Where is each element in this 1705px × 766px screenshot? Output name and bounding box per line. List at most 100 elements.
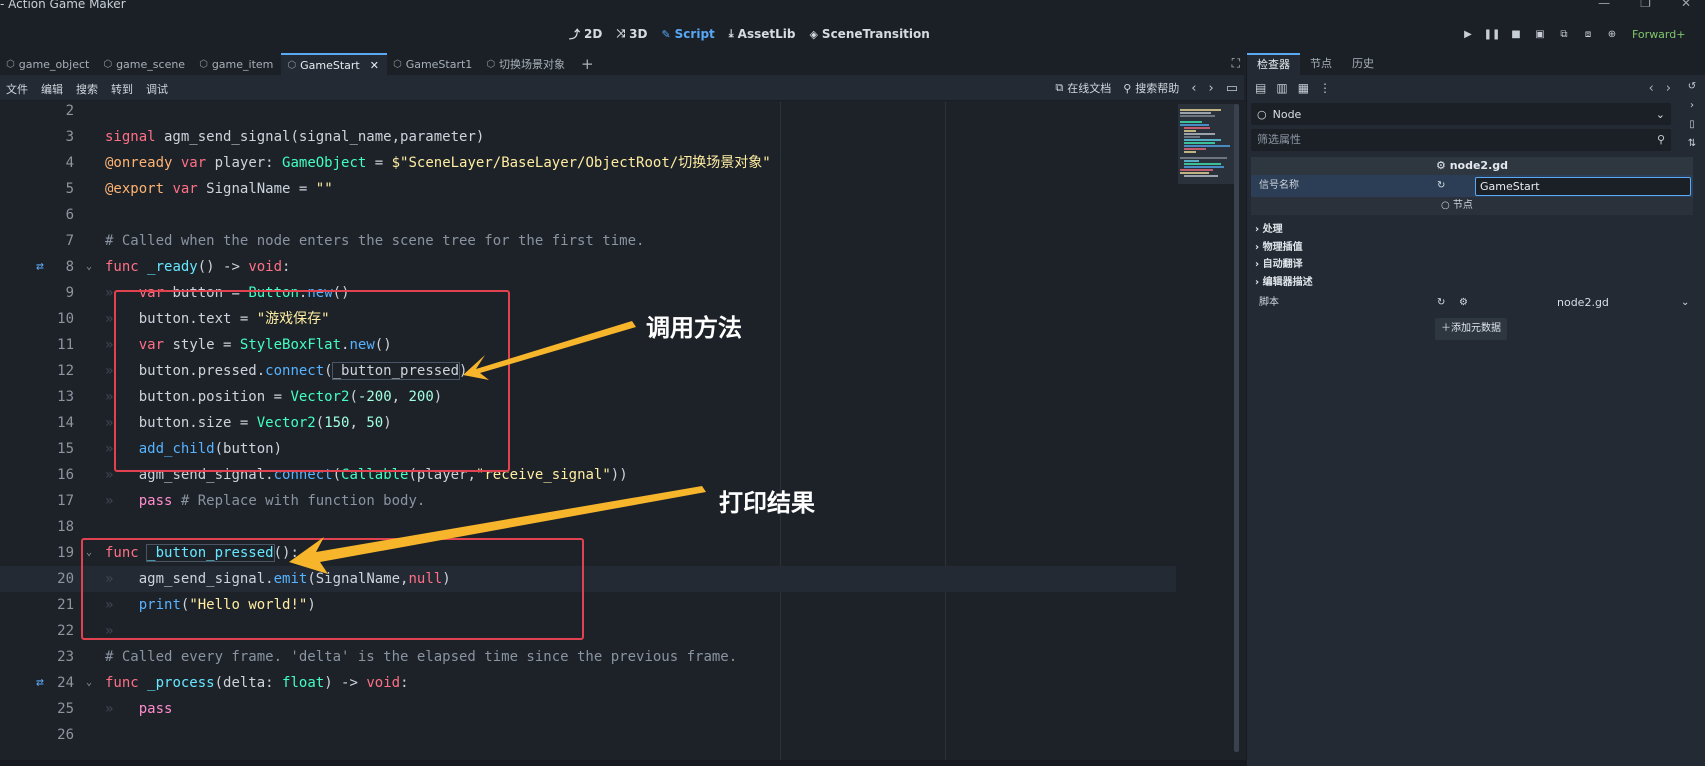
search-help-button[interactable]: ⚲ 搜索帮助	[1123, 80, 1179, 96]
tune-icon[interactable]: ⇅	[1687, 138, 1697, 149]
minimap-line	[1184, 151, 1196, 153]
scene-tab[interactable]: ⬡game_scene	[97, 53, 193, 75]
code-line[interactable]: 16» agm_send_signal.connect(Callable(pla…	[0, 462, 1176, 488]
code-line[interactable]: 22»	[0, 618, 1176, 644]
node-type-label: Node	[1272, 107, 1302, 121]
chevron-down-icon[interactable]: ⌄	[1681, 297, 1690, 308]
code-line[interactable]: 20» agm_send_signal.emit(SignalName,null…	[0, 566, 1176, 592]
code-minimap[interactable]	[1178, 104, 1236, 184]
play-scene-icon[interactable]: ⧈	[1584, 28, 1592, 40]
add-tab-icon[interactable]: +	[581, 55, 594, 73]
code-line[interactable]: 12» button.pressed.connect(_button_press…	[0, 358, 1176, 384]
scene-tab[interactable]: ⬡GameStart1	[387, 53, 480, 75]
distraction-free-icon[interactable]: ⛶	[1231, 56, 1240, 70]
toggle-panel-icon[interactable]: ▭	[1225, 80, 1238, 96]
minimize-icon[interactable]: —	[1598, 0, 1611, 10]
code-line[interactable]: 13» button.position = Vector2(-200, 200)	[0, 384, 1176, 410]
nav-forward-icon[interactable]: ›	[1208, 80, 1214, 96]
search-help-label: 搜索帮助	[1135, 82, 1180, 95]
script-menu-item[interactable]: 转到	[111, 83, 133, 96]
code-line[interactable]: 17» pass # Replace with function body.	[0, 488, 1176, 514]
nav-back-icon[interactable]: ‹	[1191, 80, 1197, 96]
code-line[interactable]: ⇄8⌄func _ready() -> void:	[0, 254, 1176, 280]
dock-tab[interactable]: 节点	[1310, 57, 1332, 70]
maximize-icon[interactable]: ❐	[1640, 0, 1651, 10]
code-line[interactable]: 11» var style = StyleBoxFlat.new()	[0, 332, 1176, 358]
code-line[interactable]: ⇄24⌄func _process(delta: float) -> void:	[0, 670, 1176, 696]
scene-tab[interactable]: ⬡切换场景对象	[480, 53, 573, 75]
inspector-section[interactable]: › 物理插值	[1255, 238, 1303, 253]
workspace-3d[interactable]: ⤨3D	[616, 26, 647, 42]
add-metadata-button[interactable]: ＋添加元数据	[1435, 318, 1507, 340]
code-line[interactable]: 4@onready var player: GameObject = $"Sce…	[0, 150, 1176, 176]
scene-tab[interactable]: ⬡GameStart✕	[281, 53, 387, 75]
script-value[interactable]: node2.gd	[1557, 296, 1609, 309]
code-line[interactable]: 5@export var SignalName = ""	[0, 176, 1176, 202]
workspace-script[interactable]: ✎Script	[661, 26, 714, 42]
dock-tab[interactable]: 检查器	[1247, 53, 1300, 75]
revert-icon[interactable]: ↻	[1437, 297, 1446, 308]
signal-name-input[interactable]: GameStart	[1475, 177, 1691, 196]
play-icon[interactable]: ▶	[1464, 28, 1472, 40]
online-docs-button[interactable]: ⧉ 在线文档	[1055, 80, 1111, 96]
filter-properties-input[interactable]: 筛选属性 ⚲	[1251, 129, 1671, 151]
editor-scrollbar[interactable]	[1234, 104, 1239, 752]
workspace-2d[interactable]: ⤴2D	[569, 26, 602, 42]
revert-icon[interactable]: ↻	[1437, 180, 1446, 191]
workspace-scenetransition[interactable]: ◈SceneTransition	[809, 26, 929, 42]
history-back-icon[interactable]: ‹	[1648, 81, 1654, 96]
renderer-selector[interactable]: Forward+	[1632, 28, 1686, 41]
code-line[interactable]: 15» add_child(button)	[0, 436, 1176, 462]
history-forward-icon[interactable]: ›	[1665, 81, 1671, 96]
stop-icon[interactable]: ■	[1511, 28, 1521, 40]
code-line[interactable]: 7# Called when the node enters the scene…	[0, 228, 1176, 254]
more-options-icon[interactable]: ⋮	[1319, 81, 1332, 95]
play-custom-icon[interactable]: ⊕	[1607, 28, 1617, 40]
fold-chevron-icon[interactable]: ⌄	[86, 261, 93, 272]
fold-chevron-icon[interactable]: ⌄	[86, 547, 93, 558]
code-line[interactable]: 23# Called every frame. 'delta' is the e…	[0, 644, 1176, 670]
code-line[interactable]: 19⌄func _button_pressed():	[0, 540, 1176, 566]
history-icon[interactable]: ↺	[1687, 81, 1697, 92]
script-menu-item[interactable]: 搜索	[76, 83, 98, 96]
code-line[interactable]: 21» print("Hello world!")	[0, 592, 1176, 618]
chevron-icon[interactable]: ›	[1690, 100, 1694, 111]
save-icon[interactable]: ▦	[1297, 81, 1310, 95]
code-line[interactable]: 14» button.size = Vector2(150, 50)	[0, 410, 1176, 436]
script-menu-item[interactable]: 编辑	[41, 83, 63, 96]
inspector-section[interactable]: › 自动翻译	[1255, 255, 1303, 270]
code-line[interactable]: 2	[0, 102, 1176, 124]
movie-icon[interactable]: ⧉	[1560, 28, 1568, 40]
code-line[interactable]: 25» pass	[0, 696, 1176, 722]
code-line[interactable]: 26	[0, 722, 1176, 748]
scene-tab[interactable]: ⬡game_item	[193, 53, 281, 75]
inspector-section[interactable]: › 处理	[1255, 220, 1283, 235]
open-folder-icon[interactable]: ▥	[1276, 81, 1288, 95]
object-selector[interactable]: ○ Node ⌄	[1251, 103, 1671, 125]
code-line[interactable]: 10» button.text = "游戏保存"	[0, 306, 1176, 332]
close-icon[interactable]: ✕	[369, 58, 379, 72]
script-menu-item[interactable]: 文件	[6, 83, 28, 96]
gear-icon[interactable]: ⚙	[1459, 297, 1468, 308]
doc-icon[interactable]: ▯	[1689, 119, 1695, 130]
dock-tab[interactable]: 历史	[1352, 57, 1374, 70]
close-window-icon[interactable]: ✕	[1680, 0, 1691, 10]
bottom-panel-strip	[0, 760, 1246, 766]
remote-debug-icon[interactable]: ▣	[1535, 28, 1545, 40]
pause-icon[interactable]: ❚❚	[1483, 28, 1501, 40]
method-override-icon[interactable]: ⇄	[36, 259, 44, 274]
minimap-line	[1184, 133, 1215, 135]
method-override-icon[interactable]: ⇄	[36, 675, 44, 690]
inspector-section[interactable]: › 编辑器描述	[1255, 273, 1313, 288]
workspace-assetlib[interactable]: ⤓AssetLib	[729, 26, 796, 42]
section-label: 编辑器描述	[1262, 276, 1313, 288]
new-resource-icon[interactable]: ▤	[1255, 81, 1267, 95]
script-menu-item[interactable]: 调试	[146, 83, 168, 96]
fold-chevron-icon[interactable]: ⌄	[86, 677, 93, 688]
scene-tab[interactable]: ⬡game_object	[0, 53, 97, 75]
code-line[interactable]: 18	[0, 514, 1176, 540]
code-line[interactable]: 6	[0, 202, 1176, 228]
code-line[interactable]: 9» var button = Button.new()	[0, 280, 1176, 306]
